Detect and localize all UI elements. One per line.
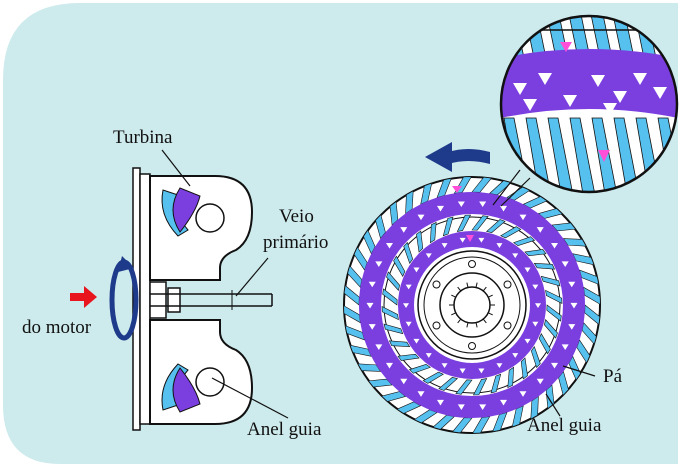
bolt bbox=[433, 281, 440, 288]
bolt bbox=[433, 322, 440, 329]
bolt bbox=[469, 343, 476, 350]
label-primario: primário bbox=[263, 233, 328, 252]
label-turbina: Turbina bbox=[113, 128, 172, 147]
turbine-wheel bbox=[342, 175, 602, 435]
label-do-motor: do motor bbox=[22, 318, 91, 337]
label-anel-guia-left: Anel guia bbox=[247, 420, 321, 439]
bolt bbox=[469, 261, 476, 268]
bolt bbox=[504, 322, 511, 329]
bolt bbox=[504, 281, 511, 288]
label-pa: Pá bbox=[603, 367, 622, 386]
label-veio: Veio bbox=[279, 207, 314, 226]
label-anel-guia-right: Anel guia bbox=[527, 416, 601, 435]
